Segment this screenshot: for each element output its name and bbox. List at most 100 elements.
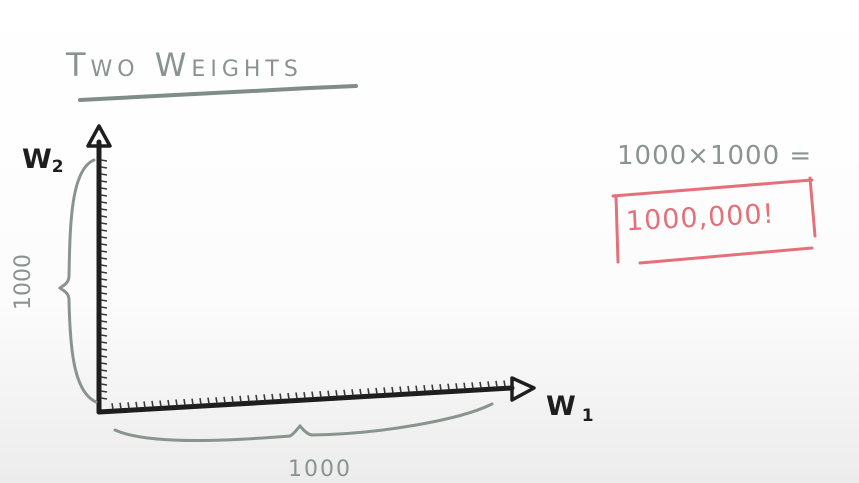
x-axis-tick — [271, 393, 274, 401]
x-axis-tick — [279, 393, 282, 400]
x-axis-tick — [383, 387, 386, 394]
y-axis-tick — [100, 369, 108, 372]
x-axis-tick — [295, 392, 298, 399]
x-axis-tick — [399, 386, 402, 393]
x-axis-tick — [167, 399, 170, 407]
x-axis-tick — [191, 398, 194, 405]
y-axis-tick — [100, 299, 108, 302]
x-axis-ticks — [111, 380, 506, 410]
y-axis-tick — [100, 397, 108, 400]
x-axis-tick — [479, 381, 482, 388]
x-axis-tick — [431, 384, 434, 391]
y-axis-tick — [100, 187, 108, 190]
y-axis-tick — [100, 264, 108, 267]
x-axis-tick — [135, 401, 138, 408]
x-axis-tick — [255, 394, 258, 402]
x-axis-tick — [303, 391, 306, 399]
x-axis-label-sub: 1 — [582, 406, 594, 426]
x-axis-tick — [127, 402, 130, 409]
y-axis-label-sub: 2 — [52, 157, 64, 177]
x-axis-tick — [239, 395, 242, 402]
x-axis-tick — [175, 399, 178, 406]
x-axis-tick — [359, 388, 362, 395]
x-span-label: 1000 — [288, 457, 352, 482]
x-axis-tick — [311, 391, 314, 398]
x-axis-tick — [183, 398, 186, 406]
y-axis-tick — [100, 208, 108, 211]
x-axis-tick — [447, 383, 450, 390]
y-axis-tick — [100, 271, 108, 274]
x-axis-tick — [223, 396, 226, 403]
x-axis-tick — [391, 386, 394, 394]
x-axis-tick — [327, 390, 330, 397]
x-axis-tick — [319, 391, 322, 398]
y-axis-ticks — [100, 159, 108, 400]
x-axis-tick — [143, 401, 146, 408]
y-axis-tick — [100, 341, 108, 344]
calculation-result: 1000,000! — [625, 199, 775, 238]
x-axis-tick — [287, 392, 290, 400]
x-axis-tick — [375, 387, 378, 395]
y-axis-tick — [100, 250, 108, 253]
x-axis-tick — [231, 396, 234, 403]
x-axis-tick — [351, 389, 354, 396]
x-axis-tick — [471, 382, 474, 389]
x-axis-tick — [367, 388, 370, 395]
result-box: 1000,000! — [611, 176, 817, 265]
y-axis-tick — [100, 243, 108, 246]
y-axis-tick — [100, 383, 108, 386]
x-axis-tick — [335, 390, 338, 397]
y-axis-tick — [100, 327, 108, 330]
y-axis-tick — [100, 180, 108, 183]
title-underline — [78, 84, 358, 102]
y-axis-tick — [100, 306, 108, 309]
x-axis-tick — [111, 403, 114, 410]
y-axis-tick — [100, 194, 108, 197]
x-axis-tick — [247, 395, 250, 402]
y-axis-tick — [100, 159, 108, 162]
x-axis-tick — [495, 380, 498, 388]
x-axis-arrowhead — [510, 376, 536, 402]
x-axis-tick — [343, 389, 346, 396]
x-axis-tick — [407, 385, 410, 393]
y-axis-tick — [100, 201, 108, 204]
y-axis-tick — [100, 236, 108, 239]
y-axis-tick — [100, 348, 108, 351]
y-axis-tick — [100, 285, 108, 288]
y-axis-tick — [100, 355, 108, 358]
y-axis-tick — [100, 320, 108, 323]
x-axis — [96, 376, 536, 415]
y-axis-tick — [100, 278, 108, 281]
y-span-label: 1000 — [11, 254, 36, 310]
y-axis-tick — [100, 173, 108, 176]
x-axis-tick — [463, 382, 466, 389]
calculation-expression: 1000×1000 = — [617, 141, 812, 171]
y-axis-tick — [100, 229, 108, 232]
y-axis-tick — [100, 257, 108, 260]
x-axis-tick — [423, 384, 426, 392]
y-span-brace — [57, 158, 98, 404]
y-axis-label-main: W — [22, 144, 52, 175]
x-axis-tick — [415, 385, 418, 392]
y-axis-tick — [100, 334, 108, 337]
y-axis-tick — [100, 215, 108, 218]
x-axis-tick — [207, 397, 210, 404]
y-axis-tick — [100, 313, 108, 316]
y-axis-tick — [100, 222, 108, 225]
x-axis-tick — [159, 400, 162, 407]
y-axis-label: W2 — [22, 144, 64, 177]
x-axis-tick — [439, 384, 442, 391]
page-title: Two Weights — [65, 46, 303, 84]
y-axis-tick — [100, 390, 108, 393]
y-axis-arrowhead — [86, 124, 112, 148]
x-axis-tick — [199, 397, 202, 405]
x-axis-tick — [151, 400, 154, 408]
x-axis-tick — [487, 381, 490, 388]
x-axis-tick — [455, 383, 458, 390]
y-axis-tick — [100, 166, 108, 169]
x-span-brace — [113, 402, 494, 442]
x-axis-tick — [503, 380, 506, 387]
x-axis-tick — [263, 394, 266, 401]
